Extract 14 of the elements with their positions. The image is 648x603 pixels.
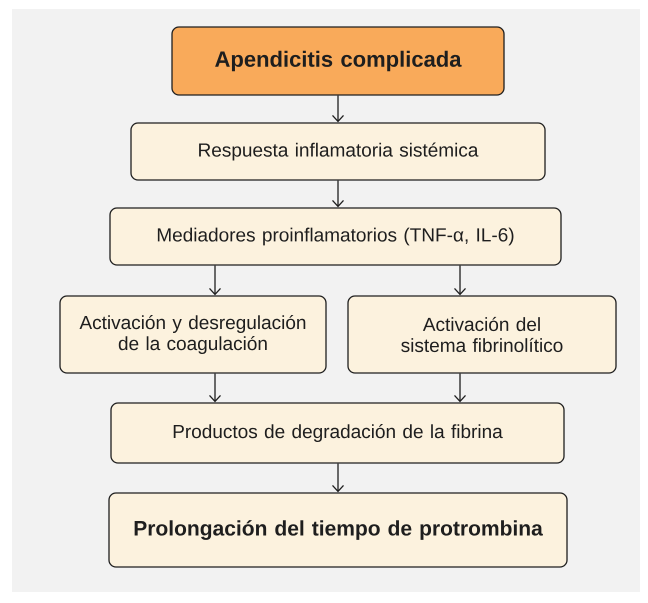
process-box: Respuesta inflamatoria sistémica — [130, 122, 546, 181]
process-box: Activación y desregulación de la coagulación — [59, 295, 327, 374]
process-box: Mediadores proinflamatorios (TNF-α, IL-6) — [109, 207, 562, 266]
arrow — [332, 464, 344, 492]
arrow — [332, 96, 344, 122]
arrow — [209, 374, 221, 402]
arrow — [209, 266, 221, 296]
process-box: Activación del sistema fibrinolítico — [347, 295, 617, 374]
process-box: Apendicitis complicada — [171, 26, 505, 96]
arrow — [454, 266, 466, 296]
arrow — [332, 180, 344, 208]
process-box: Prolongación del tiempo de protrombina — [108, 492, 568, 568]
arrow — [454, 374, 466, 402]
process-box: Productos de degradación de la fibrina — [110, 402, 565, 464]
